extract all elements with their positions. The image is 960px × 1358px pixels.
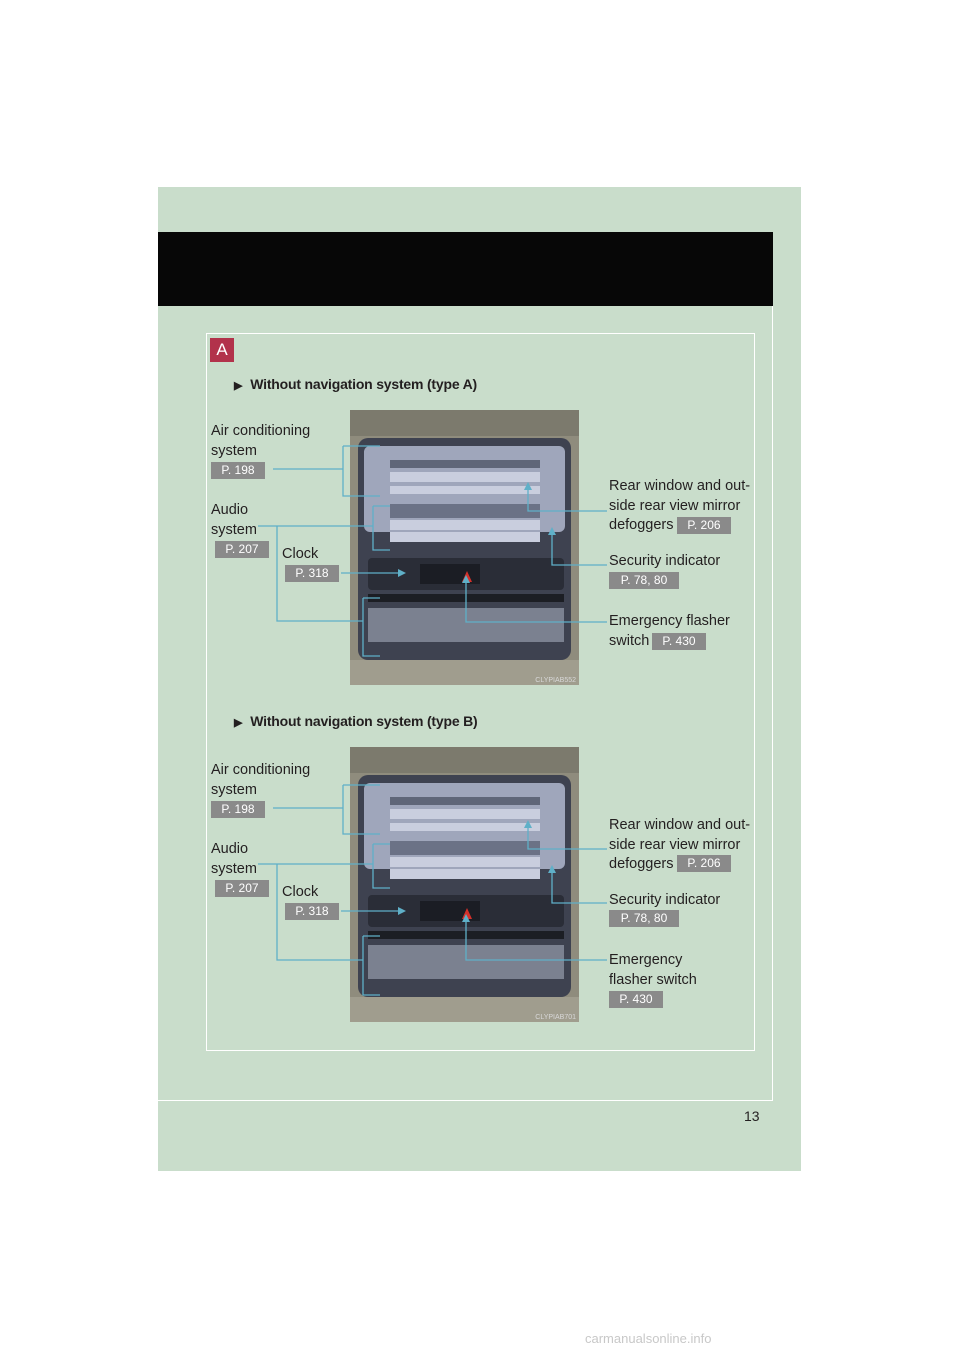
audio-line2: system — [211, 860, 257, 877]
rear-defogger-line3: defoggers — [609, 856, 674, 872]
frame-line-right — [772, 306, 773, 1100]
heading-type-b: ▶ Without navigation system (type B) — [234, 713, 478, 729]
control-panel-illustration — [350, 747, 579, 1022]
audio-page-ref[interactable]: P. 207 — [215, 541, 269, 558]
air-conditioning-line2: system — [211, 781, 257, 798]
heading-text: Without navigation system (type B) — [250, 713, 478, 729]
emergency-flasher-line1: Emergency flasher — [609, 613, 730, 629]
air-conditioning-line1: Air conditioning — [211, 423, 311, 439]
triangle-bullet-icon: ▶ — [234, 717, 243, 729]
rear-defogger-line3: defoggers — [609, 517, 674, 533]
heading-type-a: ▶ Without navigation system (type A) — [234, 376, 477, 392]
security-indicator-page-ref[interactable]: P. 78, 80 — [609, 572, 679, 589]
section-tag: A — [210, 338, 234, 362]
image-code: CLYPIAB552 — [535, 677, 576, 684]
audio-page-ref[interactable]: P. 207 — [215, 880, 269, 897]
image-code: CLYPIAB701 — [535, 1014, 576, 1021]
rear-defogger-line2: side rear view mirror — [609, 836, 741, 853]
emergency-flasher-line2: switch — [609, 632, 650, 649]
emergency-flasher-page-ref[interactable]: P. 430 — [609, 991, 663, 1008]
security-indicator-page-ref[interactable]: P. 78, 80 — [609, 910, 679, 927]
rear-defogger-label: Rear window and out- side rear view mirr… — [609, 816, 750, 875]
audio-label: Audio system — [211, 840, 257, 879]
audio-line2: system — [211, 521, 257, 538]
emergency-flasher-label: Emergency flasher switch — [609, 612, 730, 651]
rear-defogger-page-ref[interactable]: P. 206 — [677, 855, 731, 872]
watermark: carmanualsonline.info — [585, 1331, 712, 1346]
security-indicator-label: Security indicator — [609, 553, 721, 569]
emergency-flasher-label: Emergency flasher switch — [609, 951, 697, 990]
rear-defogger-page-ref[interactable]: P. 206 — [677, 517, 731, 534]
control-panel-image-a: CLYPIAB552 — [350, 410, 579, 685]
rear-defogger-label: Rear window and out- side rear view mirr… — [609, 477, 750, 536]
control-panel-illustration — [350, 410, 579, 685]
triangle-bullet-icon: ▶ — [234, 380, 243, 392]
emergency-flasher-line1: Emergency — [609, 952, 683, 968]
clock-label: Clock — [282, 884, 319, 900]
air-conditioning-label: Air conditioning system — [211, 422, 310, 461]
page-number: 13 — [744, 1108, 760, 1124]
clock-label: Clock — [282, 546, 319, 562]
audio-line1: Audio — [211, 502, 249, 518]
header-bar — [158, 232, 773, 306]
rear-defogger-line2: side rear view mirror — [609, 497, 741, 514]
air-conditioning-line1: Air conditioning — [211, 762, 311, 778]
air-conditioning-page-ref[interactable]: P. 198 — [211, 462, 265, 479]
emergency-flasher-line2: flasher switch — [609, 971, 697, 988]
emergency-flasher-page-ref[interactable]: P. 430 — [652, 633, 706, 650]
clock-page-ref[interactable]: P. 318 — [285, 565, 339, 582]
control-panel-image-b: CLYPIAB701 — [350, 747, 579, 1022]
audio-label: Audio system — [211, 501, 257, 540]
rear-defogger-line1: Rear window and out- — [609, 817, 751, 833]
heading-text: Without navigation system (type A) — [250, 376, 477, 392]
rear-defogger-line1: Rear window and out- — [609, 478, 751, 494]
audio-line1: Audio — [211, 841, 249, 857]
air-conditioning-page-ref[interactable]: P. 198 — [211, 801, 265, 818]
frame-line-bottom — [158, 1100, 773, 1101]
air-conditioning-line2: system — [211, 442, 257, 459]
content-box — [206, 333, 755, 1051]
air-conditioning-label: Air conditioning system — [211, 761, 310, 800]
security-indicator-label: Security indicator — [609, 892, 721, 908]
clock-page-ref[interactable]: P. 318 — [285, 903, 339, 920]
